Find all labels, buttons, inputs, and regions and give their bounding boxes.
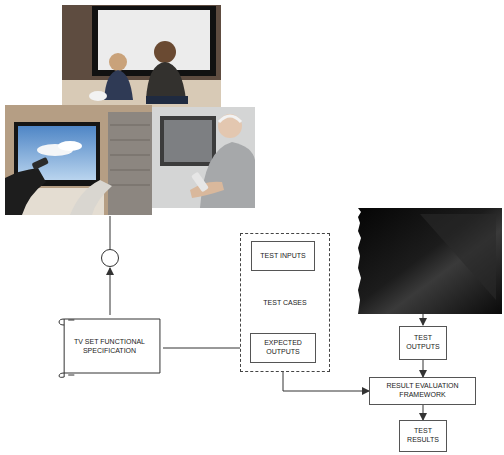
tv-set-photo-part (358, 208, 361, 314)
node-text: RESULT EVALUATION FRAMEWORK (374, 382, 471, 400)
node-text: TV SET FUNCTIONAL SPECIFICATION (68, 338, 151, 356)
man-photo-part (191, 172, 209, 193)
children-photo-part (89, 91, 107, 101)
man-photo-part (200, 142, 255, 208)
children-photo-part (109, 53, 127, 71)
living-room-photo-part (5, 105, 152, 215)
spec-link-part (110, 216, 111, 250)
scroll-outline-path (59, 319, 160, 377)
test-case-group: TEST CASES TEST INPUTS EXPECTED OUTPUTS (240, 233, 330, 372)
spec-link-part (110, 268, 111, 315)
flow-arrow (163, 348, 250, 349)
man-photo (152, 107, 255, 208)
children-photo-part (146, 96, 188, 104)
man-photo-part (219, 116, 241, 122)
spec-link-part (102, 250, 119, 267)
children-photo-part (92, 6, 216, 76)
children-photo (62, 5, 221, 107)
man-photo-part (218, 114, 242, 138)
flow-arrow (423, 405, 424, 420)
tv-set-photo-part (358, 208, 502, 314)
process-box: TEST INPUTS (251, 241, 315, 271)
process-box: EXPECTED OUTPUTS (250, 333, 316, 363)
spec-link (102, 216, 119, 315)
man-photo-part (152, 107, 255, 208)
living-room-photo-part (70, 180, 112, 215)
children-photo-part (98, 10, 210, 70)
process-box: TEST OUTPUTS (399, 326, 447, 360)
node-text: EXPECTED OUTPUTS (255, 339, 311, 357)
tv-set-photo-part (420, 214, 496, 300)
living-room-photo-part (110, 125, 150, 185)
tv-set-photo-part (423, 314, 424, 325)
living-room-photo (5, 105, 152, 215)
node-text: TEST OUTPUTS (404, 334, 442, 352)
living-room-photo-part (31, 157, 48, 170)
group-heading: TEST CASES (241, 298, 329, 307)
tv-set-photo (358, 208, 502, 325)
living-room-photo-part (58, 141, 82, 151)
children-photo-part (104, 70, 133, 100)
children-photo-part (62, 5, 221, 107)
flow-arrow (423, 360, 424, 377)
children-photo-part (146, 62, 186, 100)
children-photo-part (62, 80, 221, 107)
children-photo-part (154, 41, 176, 63)
living-room-photo-part (5, 168, 46, 215)
man-photo-part (164, 120, 212, 162)
man-photo-part (160, 116, 216, 166)
living-room-photo-part (108, 112, 152, 215)
specification-scroll: TV SET FUNCTIONAL SPECIFICATION (56, 315, 163, 378)
children-photo-part (62, 5, 221, 80)
node-text: TEST INPUTS (260, 252, 305, 261)
node-text: TEST RESULTS (404, 427, 442, 445)
process-box: RESULT EVALUATION FRAMEWORK (369, 377, 476, 405)
process-box: TEST RESULTS (399, 420, 447, 452)
man-photo-part (190, 182, 224, 198)
